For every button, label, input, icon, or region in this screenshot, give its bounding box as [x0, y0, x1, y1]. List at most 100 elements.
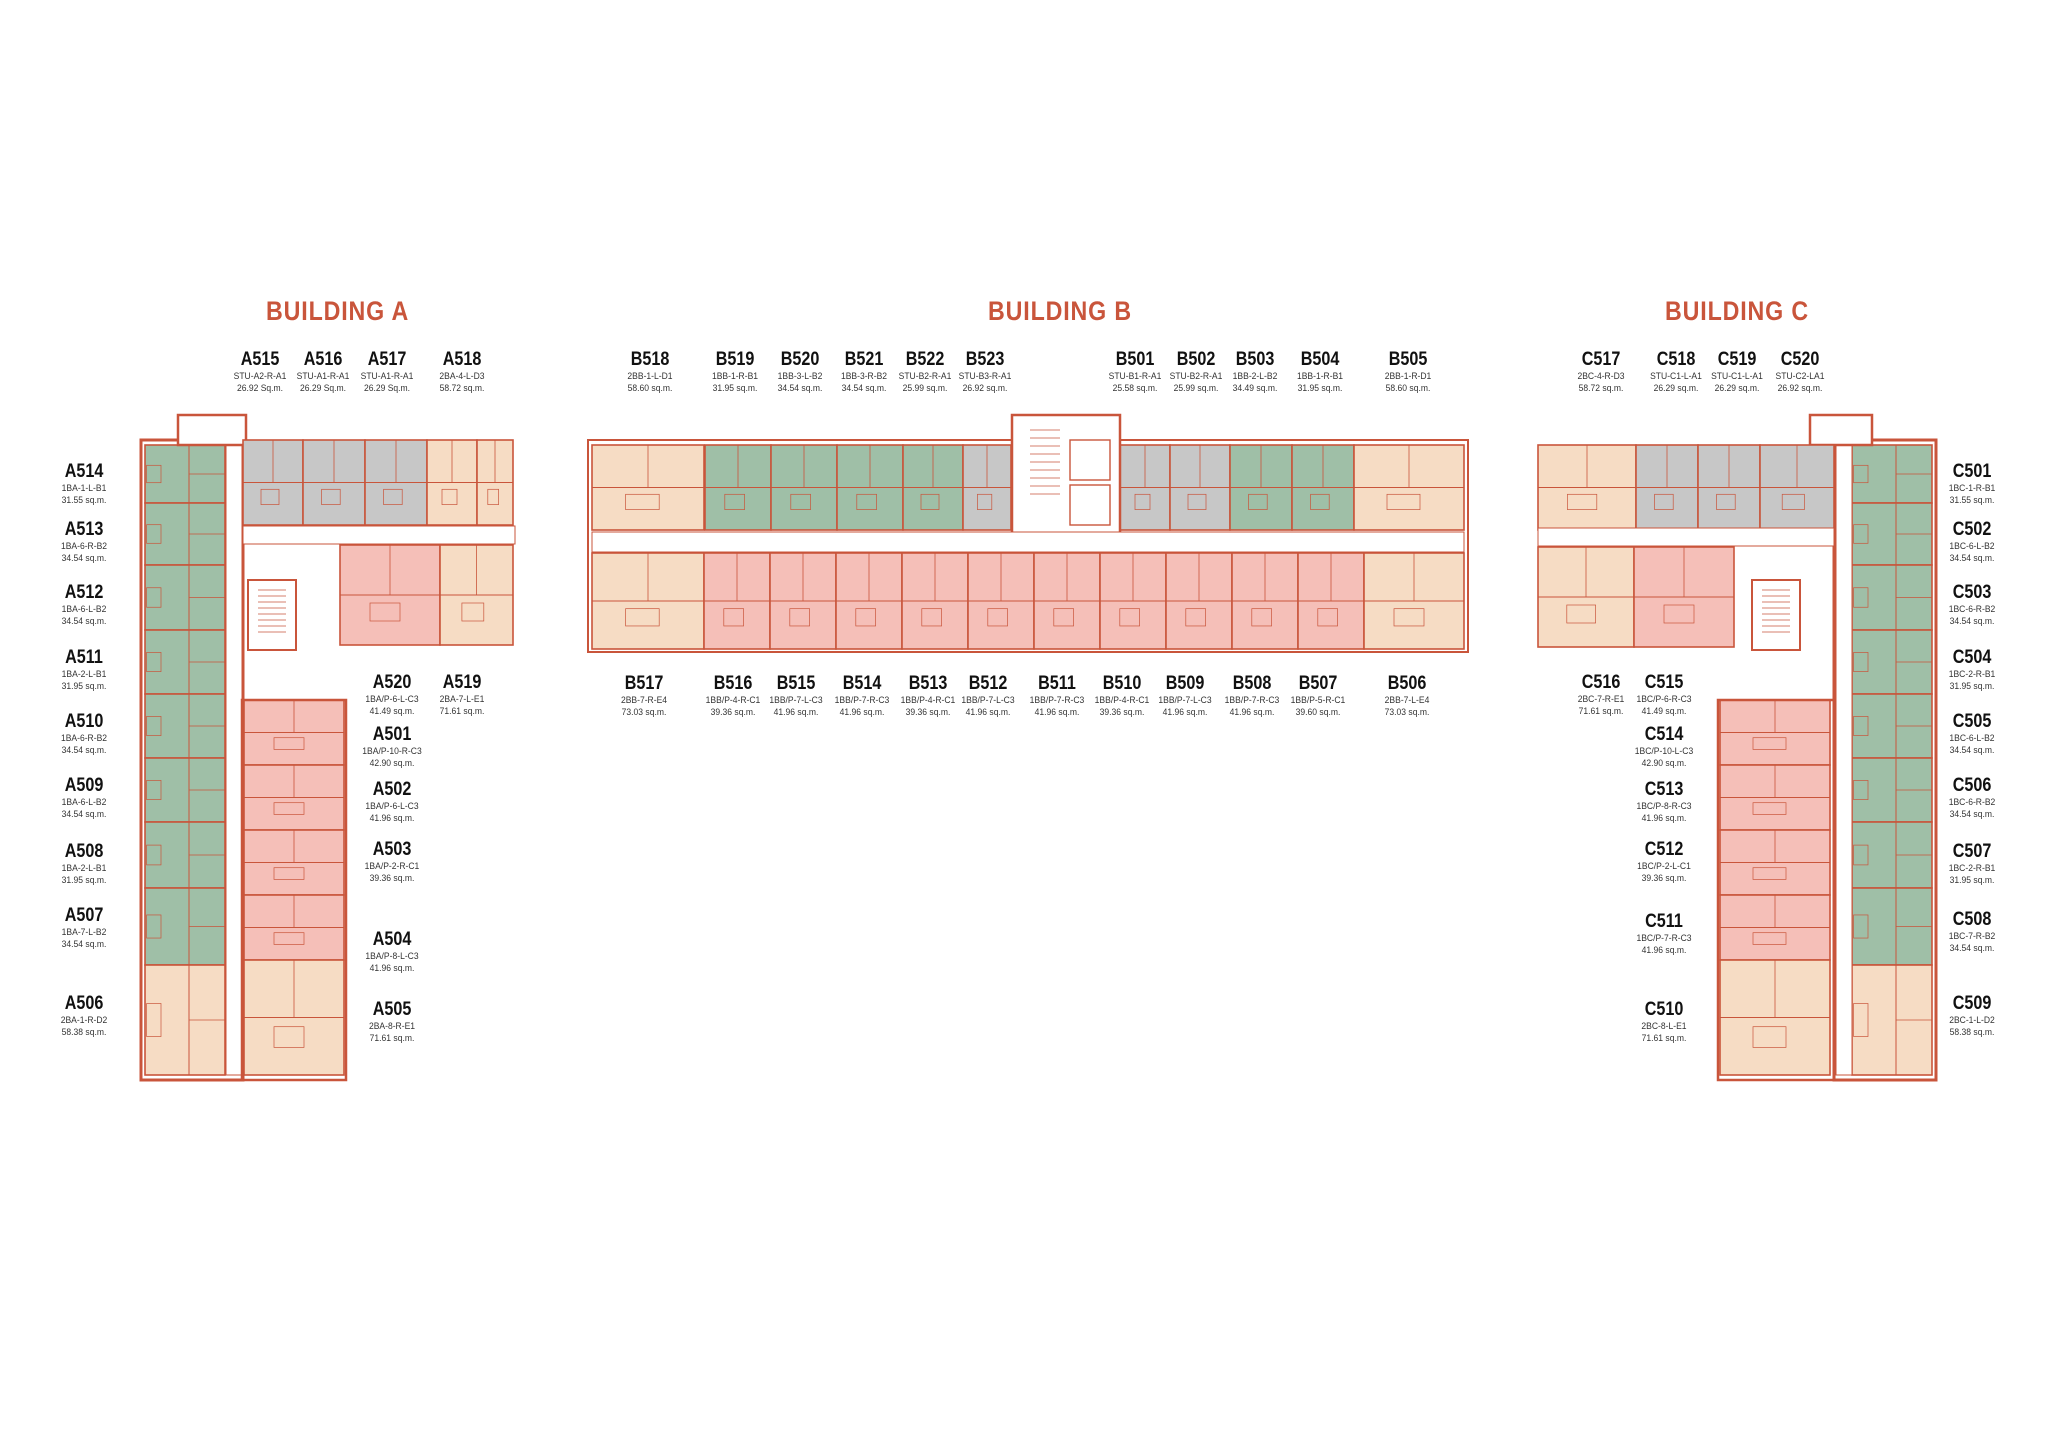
bath-fixture — [1119, 608, 1140, 627]
bath-fixture — [1853, 844, 1869, 866]
bath-fixture — [146, 1003, 162, 1037]
bath-fixture — [1752, 802, 1787, 815]
unit-type: STU-C2-LA1 — [1775, 371, 1825, 382]
bath-fixture — [146, 587, 162, 608]
unit-code: C505 — [1952, 711, 1992, 732]
unit-area: 41.96 sq.m. — [1162, 706, 1208, 718]
unit-area: 41.96 sq.m. — [1229, 706, 1275, 718]
unit-code: B505 — [1388, 349, 1428, 370]
unit-code: B517 — [624, 673, 664, 694]
unit-area: 26.92 sq.m. — [962, 382, 1008, 394]
unit-code: B508 — [1232, 673, 1272, 694]
unit-area: 58.72 sq.m. — [439, 382, 485, 394]
unit-type: 1BA-6-L-B2 — [61, 797, 107, 808]
unit-type: 1BB/P-4-R-C1 — [900, 695, 956, 706]
bath-fixture — [1752, 932, 1787, 945]
unit-area: 39.36 sq.m. — [1641, 872, 1687, 884]
bath-fixture — [1853, 464, 1869, 484]
building-a-plan — [139, 413, 516, 1082]
bath-fixture — [146, 780, 162, 800]
unit-area: 41.96 sq.m. — [965, 706, 1011, 718]
unit-type: 1BB-2-L-B2 — [1232, 371, 1278, 382]
unit-code: B519 — [715, 349, 755, 370]
unit-area: 26.29 sq.m. — [1714, 382, 1760, 394]
unit-area: 39.36 sq.m. — [369, 872, 415, 884]
bath-fixture — [273, 867, 305, 880]
unit-type: 1BA/P-10-R-C3 — [362, 746, 422, 757]
unit-code: B504 — [1300, 349, 1340, 370]
bath-fixture — [1752, 1026, 1787, 1048]
unit-code: A511 — [65, 647, 103, 668]
stair-core — [1751, 579, 1801, 651]
bath-fixture — [1716, 493, 1736, 510]
unit-code: A514 — [64, 461, 104, 482]
bath-fixture — [1386, 493, 1421, 510]
unit-type: 1BB-1-R-B1 — [1296, 371, 1344, 382]
unit-type: 1BB/P-7-L-C3 — [961, 695, 1015, 706]
